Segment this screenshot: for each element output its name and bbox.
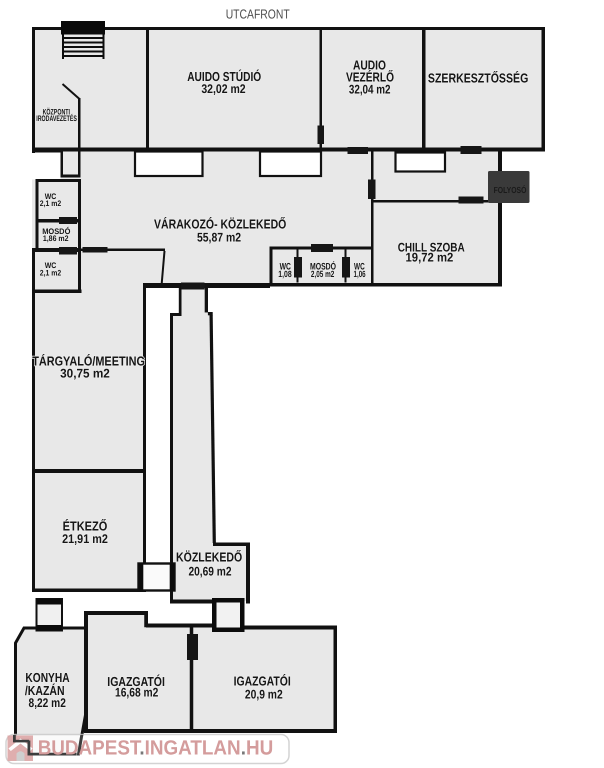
svg-text:KÖZLEKEDŐ: KÖZLEKEDŐ [176,550,242,565]
svg-text:KONYHA: KONYHA [25,670,70,685]
svg-text:BUDAPEST.INGATLAN.HU: BUDAPEST.INGATLAN.HU [38,737,274,760]
svg-text:1,06: 1,06 [354,269,366,279]
svg-text:IRODAVEZETÉS: IRODAVEZETÉS [36,113,77,123]
svg-text:AUIDO STÚDIÓ: AUIDO STÚDIÓ [187,69,261,84]
svg-text:WC: WC [45,192,57,201]
svg-text:ÉTKEZŐ: ÉTKEZŐ [63,518,108,533]
svg-text:VEZÉRLŐ: VEZÉRLŐ [346,70,394,85]
svg-text:TÁRGYALÓ/MEETING: TÁRGYALÓ/MEETING [32,353,145,368]
svg-text:MOSDÓ: MOSDÓ [42,226,70,236]
svg-text:8,22 m2: 8,22 m2 [29,696,66,710]
svg-text:19,72 m2: 19,72 m2 [406,251,454,265]
svg-text:20,9 m2: 20,9 m2 [245,687,283,701]
svg-text:IGAZGATÓI: IGAZGATÓI [107,674,165,689]
svg-text:2,1 m2: 2,1 m2 [40,199,62,208]
svg-text:20,69 m2: 20,69 m2 [188,565,231,579]
svg-text:IGAZGATÓI: IGAZGATÓI [234,673,291,688]
svg-text:16,68 m2: 16,68 m2 [115,685,158,699]
svg-text:SZERKESZTŐSSÉG: SZERKESZTŐSSÉG [428,71,528,86]
svg-text:WC: WC [45,261,57,270]
svg-text:2,05 m2: 2,05 m2 [311,269,334,279]
svg-text:/KAZÁN: /KAZÁN [25,683,65,698]
svg-text:32,02 m2: 32,02 m2 [201,82,245,96]
svg-text:30,75 m2: 30,75 m2 [60,367,110,381]
svg-text:1,86 m2: 1,86 m2 [43,234,69,243]
svg-text:VÁRAKOZÓ- KÖZLEKEDŐ: VÁRAKOZÓ- KÖZLEKEDŐ [154,217,286,232]
svg-text:KÖZPONTI: KÖZPONTI [43,108,70,117]
svg-text:UTCAFRONT: UTCAFRONT [226,7,290,22]
svg-text:32,04 m2: 32,04 m2 [349,83,391,97]
svg-text:1,08: 1,08 [278,269,291,279]
svg-text:21,91 m2: 21,91 m2 [62,532,108,546]
svg-text:55,87 m2: 55,87 m2 [197,230,241,244]
svg-text:FOLYOSÓ: FOLYOSÓ [494,185,527,195]
svg-text:MOSDÓ: MOSDÓ [310,260,336,272]
svg-text:WC: WC [354,261,365,272]
svg-text:WC: WC [280,261,291,272]
svg-text:CHILL SZOBA: CHILL SZOBA [398,240,465,254]
svg-text:AUDIO: AUDIO [353,57,386,72]
svg-text:2,1 m2: 2,1 m2 [40,268,62,277]
